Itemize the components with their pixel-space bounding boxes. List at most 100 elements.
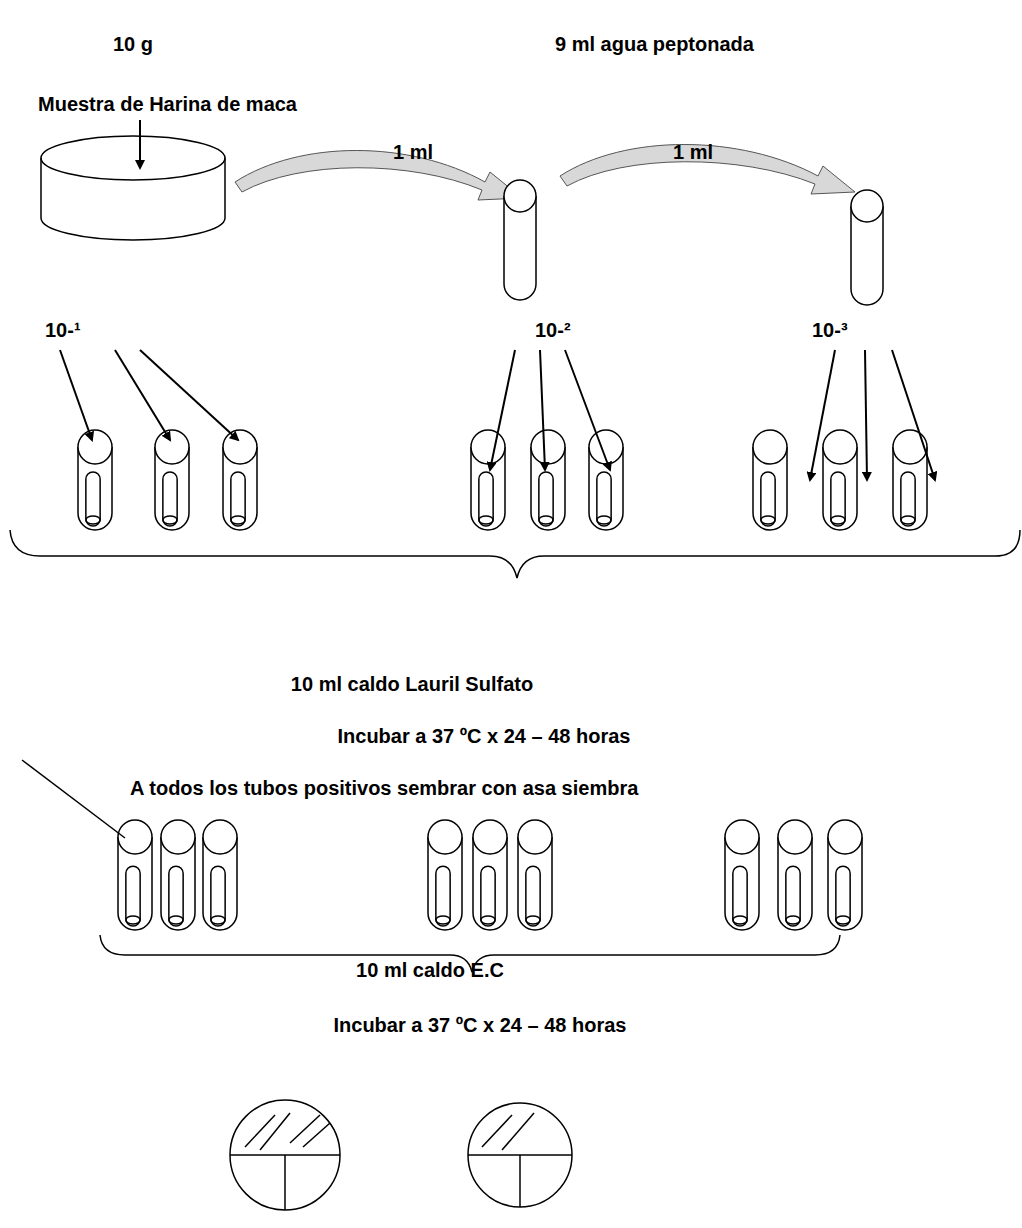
durham-tube xyxy=(901,472,915,526)
step-label: 10-² xyxy=(535,318,571,342)
streak-line xyxy=(502,1113,534,1150)
test-tube xyxy=(504,180,536,300)
durham-tube xyxy=(211,866,225,926)
durham-tube xyxy=(163,472,177,526)
durham-tube xyxy=(526,916,540,924)
tube-mouth xyxy=(518,820,552,854)
durham-tube xyxy=(169,916,183,924)
durham-tube xyxy=(436,916,450,924)
test-tube xyxy=(823,430,857,530)
inoculation-arrow xyxy=(892,350,935,480)
test-tube xyxy=(223,430,257,530)
test-tube xyxy=(589,430,623,530)
tube-mouth xyxy=(893,430,927,464)
step-label: Incubar a 37 ºC x 24 – 48 horas xyxy=(337,724,630,748)
loop-leader xyxy=(22,760,125,838)
inoculation-arrow xyxy=(865,350,867,480)
step-label: Muestra de Harina de maca xyxy=(38,92,297,116)
tube-mouth xyxy=(778,820,812,854)
inoculation-arrow xyxy=(140,350,238,440)
tube-mouth xyxy=(823,430,857,464)
test-tube xyxy=(161,820,195,930)
brace xyxy=(10,530,1020,578)
tube-group xyxy=(78,180,927,930)
inoculation-arrow xyxy=(60,350,92,440)
tube-mouth xyxy=(828,820,862,854)
durham-tube xyxy=(211,916,225,924)
tube-mouth xyxy=(203,820,237,854)
durham-tube xyxy=(126,866,140,926)
tube-mouth xyxy=(725,820,759,854)
inoculation-arrows xyxy=(60,350,935,480)
durham-tube xyxy=(831,472,845,526)
durham-tube xyxy=(86,472,100,526)
step-label: 9 ml agua peptonada xyxy=(555,32,754,56)
tube-mouth xyxy=(155,430,189,464)
durham-tube xyxy=(761,516,775,524)
durham-tube xyxy=(597,472,611,526)
inoculation-arrow xyxy=(490,350,515,470)
durham-tube xyxy=(479,472,493,526)
test-tube xyxy=(78,430,112,530)
inoculation-arrow xyxy=(810,350,835,480)
durham-tube xyxy=(733,866,747,926)
step-label: 10-³ xyxy=(812,318,848,342)
step-label: 10-¹ xyxy=(45,318,81,342)
inoculation-arrow xyxy=(540,350,545,470)
durham-tube xyxy=(126,916,140,924)
tube-mouth xyxy=(851,190,883,222)
durham-tube xyxy=(479,516,493,524)
test-tube xyxy=(473,820,507,930)
test-tube xyxy=(203,820,237,930)
durham-tube xyxy=(481,866,495,926)
inoculation-arrow xyxy=(115,350,170,440)
durham-tube xyxy=(163,516,177,524)
streak-line xyxy=(303,1123,330,1147)
test-tube xyxy=(828,820,862,930)
durham-tube xyxy=(786,916,800,924)
step-label: 1 ml xyxy=(673,140,713,164)
streak-line xyxy=(482,1115,512,1147)
test-tube xyxy=(155,430,189,530)
test-tube xyxy=(518,820,552,930)
test-tube xyxy=(851,190,883,305)
tube-mouth xyxy=(161,820,195,854)
durham-tube xyxy=(539,516,553,524)
step-label: A todos los tubos positivos sembrar con … xyxy=(130,776,638,800)
test-tube xyxy=(753,430,787,530)
sample-beaker xyxy=(41,136,225,240)
durham-tube xyxy=(436,866,450,926)
durham-tube xyxy=(786,866,800,926)
durham-tube xyxy=(733,916,747,924)
tube-mouth xyxy=(504,180,536,212)
streak-line xyxy=(290,1115,320,1143)
durham-tube xyxy=(836,916,850,924)
durham-tube xyxy=(169,866,183,926)
tube-mouth xyxy=(78,430,112,464)
step-label: 10 ml caldo Lauril Sulfato xyxy=(291,672,533,696)
tube-mouth xyxy=(753,430,787,464)
test-tube xyxy=(725,820,759,930)
step-label: 1 ml xyxy=(393,140,433,164)
durham-tube xyxy=(481,916,495,924)
step-label: 10 ml caldo E.C xyxy=(356,958,504,982)
petri-plate xyxy=(468,1103,572,1207)
test-tube xyxy=(531,430,565,530)
step-label: 10 g xyxy=(113,32,153,56)
durham-tube xyxy=(526,866,540,926)
petri-plate xyxy=(230,1100,340,1210)
test-tube xyxy=(428,820,462,930)
durham-tube xyxy=(231,516,245,524)
durham-tube xyxy=(86,516,100,524)
durham-tube xyxy=(831,516,845,524)
petri-plates xyxy=(230,1100,572,1210)
durham-tube xyxy=(231,472,245,526)
durham-tube xyxy=(836,866,850,926)
inoculation-arrow xyxy=(565,350,610,470)
durham-tube xyxy=(761,472,775,526)
test-tube xyxy=(471,430,505,530)
test-tube xyxy=(778,820,812,930)
test-tube xyxy=(893,430,927,530)
tube-mouth xyxy=(471,430,505,464)
